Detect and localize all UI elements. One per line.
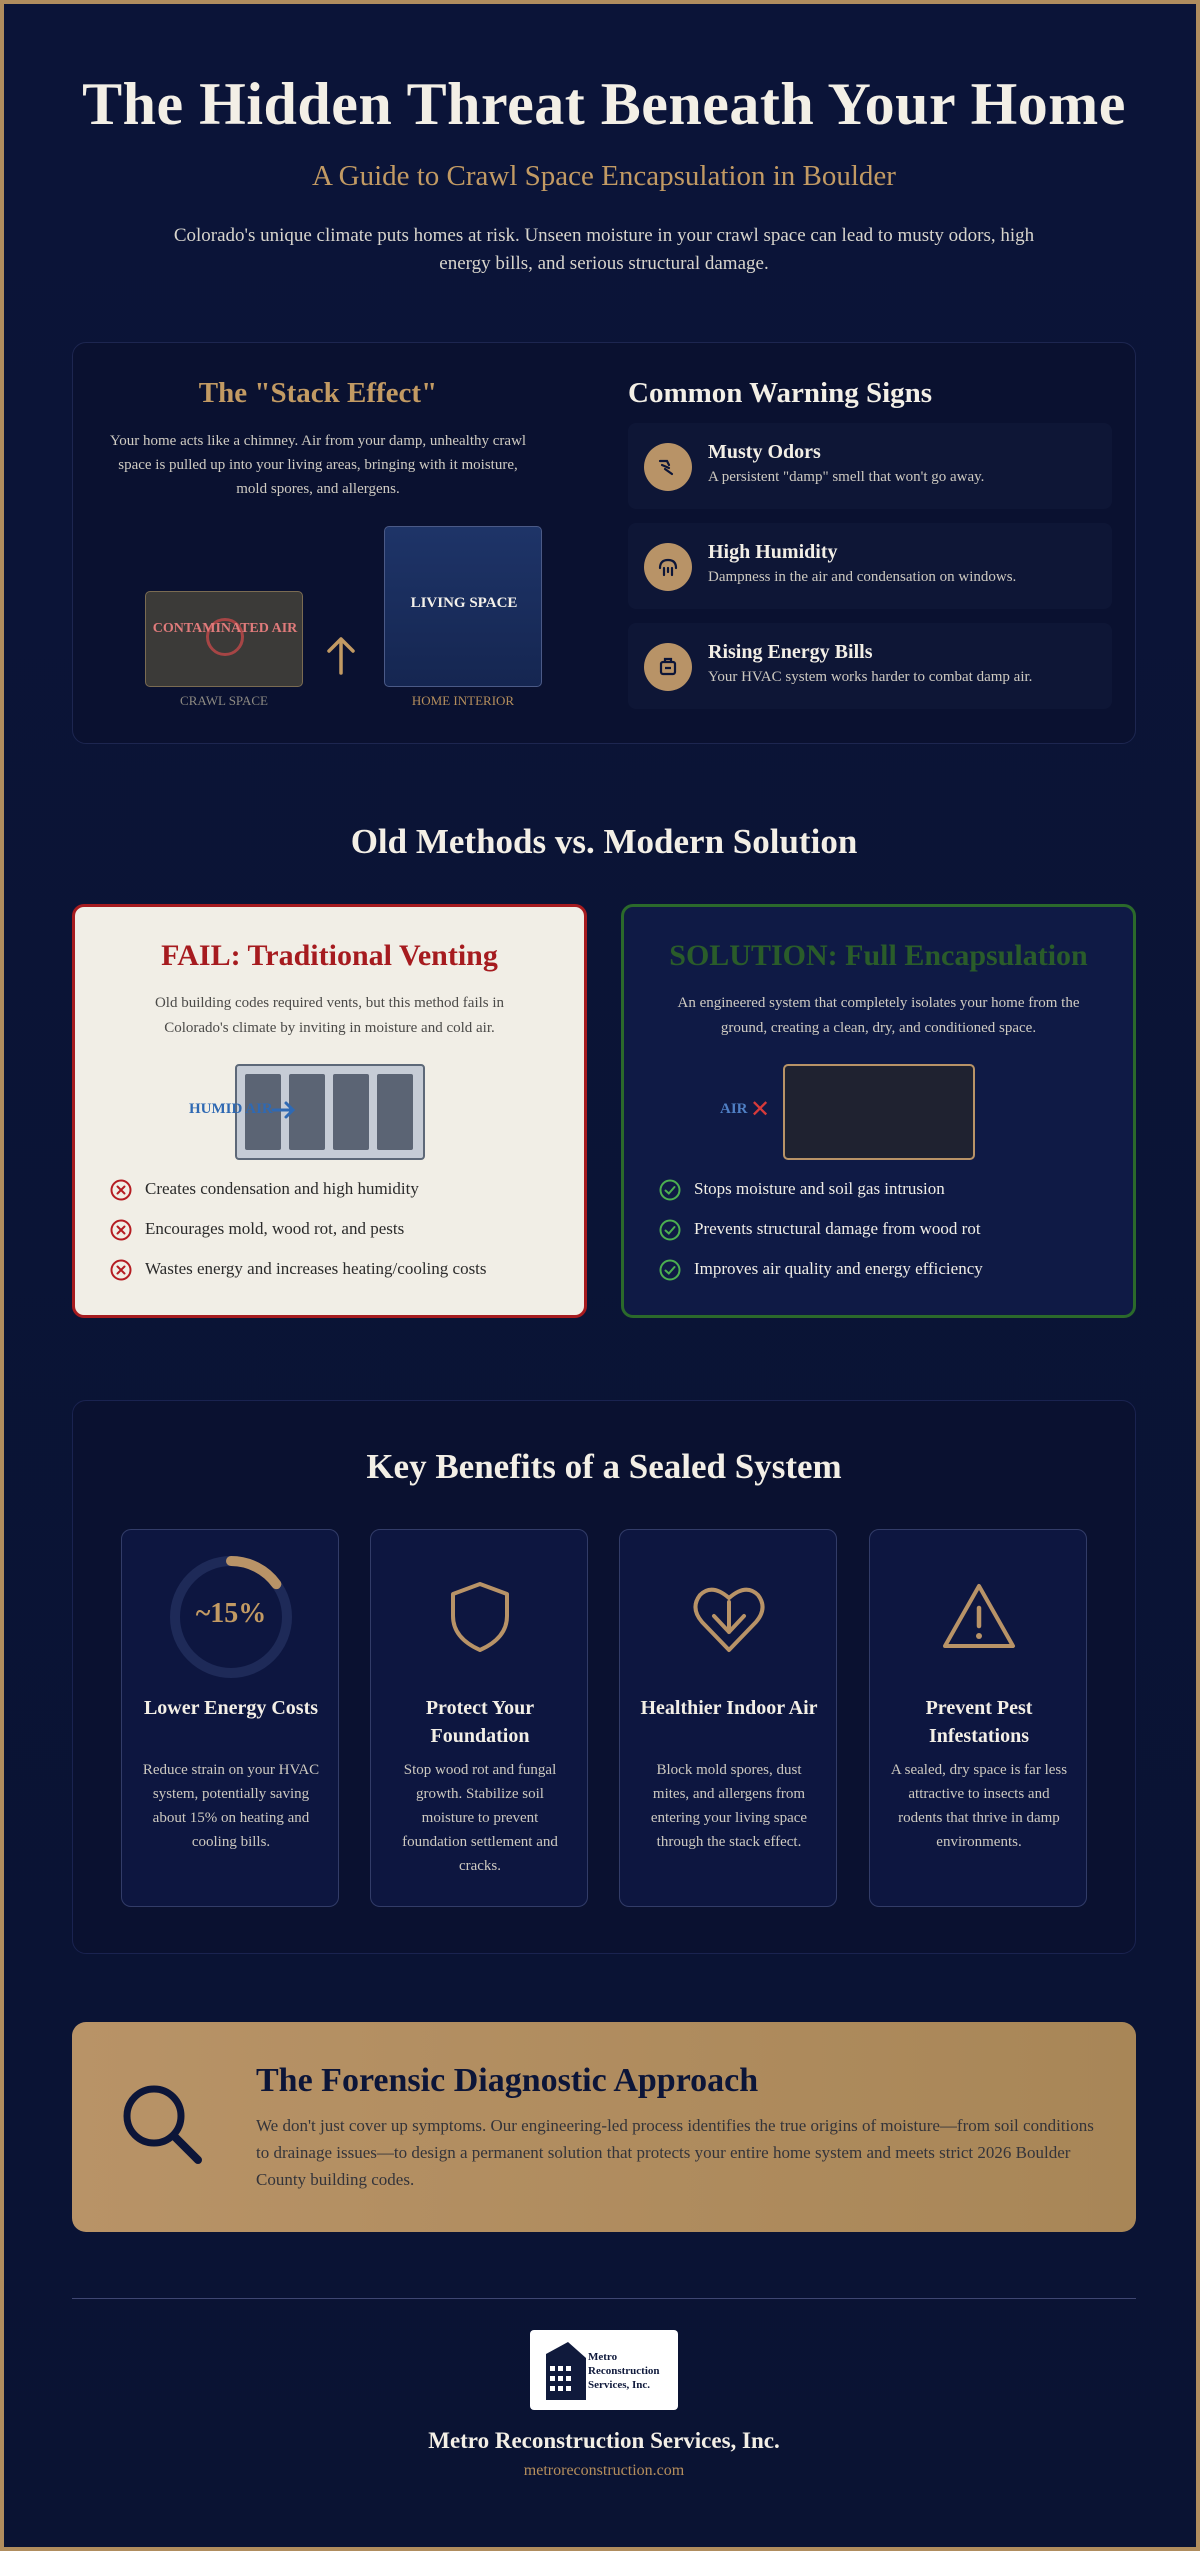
company-name: Metro Reconstruction Services, Inc. bbox=[428, 2428, 780, 2453]
benefits-panel: Key Benefits of a Sealed System ~15% Low… bbox=[72, 1400, 1136, 1954]
warning-text: A persistent "damp" smell that won't go … bbox=[708, 469, 985, 485]
website-link[interactable]: metroreconstruction.com bbox=[523, 2462, 685, 2479]
forensic-title: The Forensic Diagnostic Approach bbox=[256, 2062, 759, 2099]
vent-slat bbox=[333, 1074, 369, 1150]
fail-bullet: Creates condensation and high humidity bbox=[109, 1177, 569, 1205]
comparison-title: Old Methods vs. Modern Solution bbox=[350, 822, 858, 861]
check-circle-icon bbox=[659, 1259, 681, 1281]
fail-bullet: Encourages mold, wood rot, and pests bbox=[109, 1217, 569, 1245]
x-circle-icon bbox=[110, 1219, 132, 1241]
x-circle-icon bbox=[110, 1179, 132, 1201]
intro-text: Colorado's unique climate puts homes at … bbox=[173, 225, 1035, 274]
fail-title: FAIL: Traditional Venting bbox=[161, 939, 498, 972]
solution-bullet: Prevents structural damage from wood rot bbox=[658, 1217, 1118, 1245]
benefit-text: Block mold spores, dust mites, and aller… bbox=[650, 1762, 808, 1850]
crawl-space-label: CRAWL SPACE bbox=[180, 693, 268, 708]
warning-signs-title: Common Warning Signs bbox=[628, 377, 933, 409]
humid-air-label: HUMID AIR bbox=[189, 1101, 273, 1117]
benefit-title: Lower Energy Costs bbox=[143, 1697, 319, 1719]
vent-slat bbox=[245, 1074, 281, 1150]
warning-title: Rising Energy Bills bbox=[708, 641, 873, 663]
living-space-box: LIVING SPACE bbox=[384, 526, 542, 687]
home-interior-label: HOME INTERIOR bbox=[411, 693, 515, 708]
arrow-up-icon bbox=[327, 637, 355, 675]
company-logo: Metro Reconstruction Services, Inc. bbox=[530, 2330, 678, 2410]
fail-description: Old building codes required vents, but t… bbox=[154, 995, 505, 1036]
solution-bullet-text: Stops moisture and soil gas intrusion bbox=[694, 1179, 945, 1198]
check-circle-icon bbox=[659, 1219, 681, 1241]
benefit-text: Reduce strain on your HVAC system, poten… bbox=[142, 1762, 320, 1850]
solution-bullet-text: Improves air quality and energy efficien… bbox=[694, 1259, 983, 1278]
energy-savings-stat: ~15% bbox=[195, 1598, 267, 1629]
benefit-card-foundation: Protect Your Foundation Stop wood rot an… bbox=[370, 1529, 588, 1907]
crawl-space-box: CONTAMINATED AIR bbox=[145, 591, 303, 687]
forensic-approach-banner: The Forensic Diagnostic Approach We don'… bbox=[72, 2022, 1136, 2232]
fail-bullet-text: Encourages mold, wood rot, and pests bbox=[145, 1219, 405, 1238]
benefit-text: Stop wood rot and fungal growth. Stabili… bbox=[402, 1762, 558, 1874]
blocked-x-icon: ✕ bbox=[750, 1095, 771, 1123]
warning-card-humidity: High Humidity Dampness in the air and co… bbox=[628, 523, 1112, 609]
solution-title: SOLUTION: Full Encapsulation bbox=[669, 939, 1088, 972]
warning-text: Your HVAC system works harder to combat … bbox=[708, 669, 1033, 685]
solution-description: An engineered system that completely iso… bbox=[677, 995, 1080, 1036]
warning-card-musty: Musty Odors A persistent "damp" smell th… bbox=[628, 423, 1112, 509]
crawl-box-text: CONTAMINATED AIR bbox=[152, 621, 298, 636]
wind-odor-icon bbox=[644, 443, 692, 491]
warning-text: Dampness in the air and condensation on … bbox=[708, 569, 1017, 585]
page-subtitle: A Guide to Crawl Space Encapsulation in … bbox=[312, 160, 896, 192]
forensic-text: We don't just cover up symptoms. Our eng… bbox=[256, 2116, 1094, 2189]
solution-bullet-text: Prevents structural damage from wood rot bbox=[694, 1219, 981, 1238]
vent-slat bbox=[377, 1074, 413, 1150]
solution-bullet: Stops moisture and soil gas intrusion bbox=[658, 1177, 1118, 1205]
benefit-title: Healthier Indoor Air bbox=[640, 1697, 818, 1719]
footer-divider bbox=[72, 2298, 1136, 2299]
full-encapsulation-card: SOLUTION: Full Encapsulation An engineer… bbox=[621, 904, 1136, 1318]
savings-gauge-icon bbox=[170, 1556, 292, 1678]
shield-icon bbox=[451, 1582, 509, 1652]
benefit-text: A sealed, dry space is far less attracti… bbox=[890, 1762, 1068, 1850]
benefit-card-energy: ~15% Lower Energy Costs Reduce strain on… bbox=[121, 1529, 339, 1907]
benefit-card-air: Healthier Indoor Air Block mold spores, … bbox=[619, 1529, 837, 1907]
stack-effect-title: The "Stack Effect" bbox=[198, 377, 438, 409]
sealed-space-box bbox=[783, 1064, 975, 1160]
living-space-text: LIVING SPACE bbox=[410, 595, 518, 611]
building-logo-icon bbox=[546, 2342, 586, 2400]
warning-title: Musty Odors bbox=[708, 441, 821, 463]
page-title: The Hidden Threat Beneath Your Home bbox=[82, 71, 1126, 137]
traditional-venting-card: FAIL: Traditional Venting Old building c… bbox=[72, 904, 587, 1318]
benefit-card-pests: Prevent Pest Infestations A sealed, dry … bbox=[869, 1529, 1087, 1907]
stack-effect-description: Your home acts like a chimney. Air from … bbox=[109, 433, 527, 497]
fail-bullet-text: Creates condensation and high humidity bbox=[145, 1179, 419, 1198]
warning-triangle-icon bbox=[943, 1584, 1015, 1648]
x-circle-icon bbox=[110, 1259, 132, 1281]
benefit-title: Prevent Pest Infestations bbox=[925, 1697, 1033, 1747]
benefits-title: Key Benefits of a Sealed System bbox=[366, 1447, 842, 1486]
logo-text: Metro Reconstruction Services, Inc. bbox=[588, 2351, 660, 2391]
vent-icon bbox=[235, 1064, 425, 1160]
benefit-title: Protect Your Foundation bbox=[425, 1697, 535, 1747]
vent-slat bbox=[289, 1074, 325, 1150]
arrow-right-icon bbox=[271, 1101, 296, 1119]
solution-bullet: Improves air quality and energy efficien… bbox=[658, 1257, 1118, 1285]
fail-bullet: Wastes energy and increases heating/cool… bbox=[109, 1257, 569, 1285]
contamination-icon bbox=[206, 618, 244, 656]
fail-bullet-text: Wastes energy and increases heating/cool… bbox=[145, 1259, 487, 1278]
heart-icon bbox=[693, 1587, 765, 1652]
stack-effect-panel: The "Stack Effect" Your home acts like a… bbox=[72, 342, 1136, 744]
warning-card-energy: Rising Energy Bills Your HVAC system wor… bbox=[628, 623, 1112, 709]
warning-title: High Humidity bbox=[708, 541, 838, 563]
search-icon bbox=[123, 2085, 202, 2164]
energy-bill-icon bbox=[644, 643, 692, 691]
check-circle-icon bbox=[659, 1179, 681, 1201]
humidity-icon bbox=[644, 543, 692, 591]
air-label: AIR bbox=[720, 1101, 748, 1117]
